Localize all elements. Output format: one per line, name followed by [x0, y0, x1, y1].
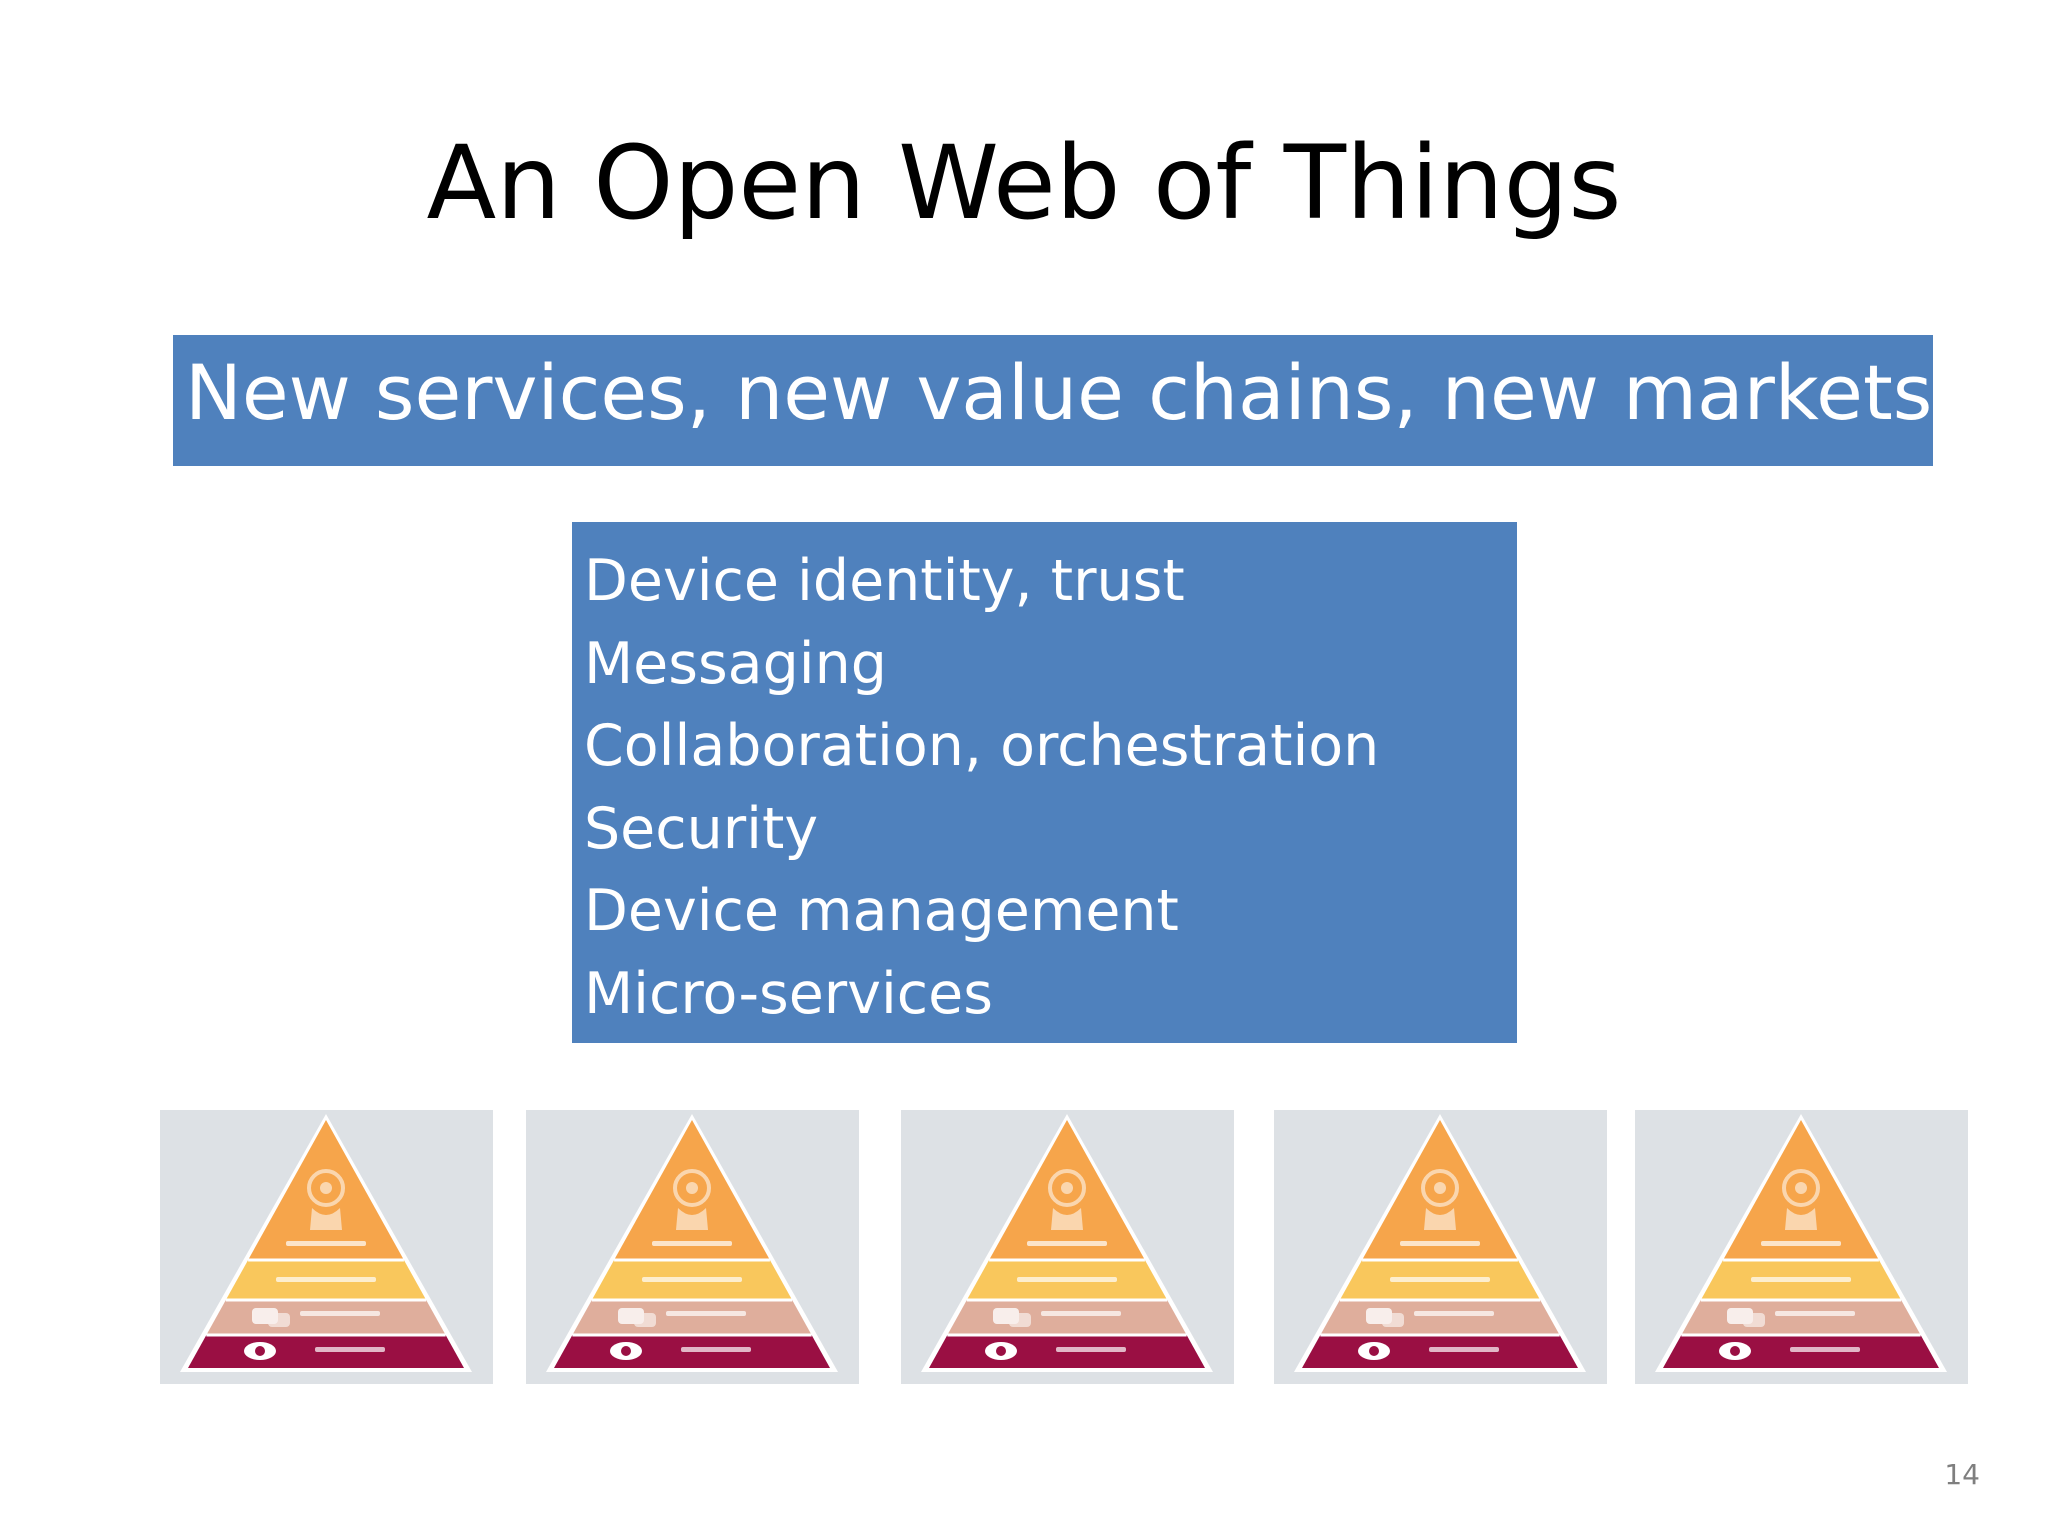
pyramid-image	[1635, 1110, 1968, 1384]
pyramid-layer-3	[1320, 1300, 1560, 1335]
banner-text: New services, new value chains, new mark…	[185, 348, 1933, 437]
list-item: Collaboration, orchestration	[584, 713, 1380, 779]
pyramid-layer-3	[947, 1300, 1187, 1335]
head-gear-icon	[1782, 1169, 1820, 1230]
list-item: Micro-services	[584, 960, 993, 1027]
eye-icon	[610, 1342, 642, 1360]
chat-bubble-icon	[252, 1308, 290, 1327]
head-gear-icon	[307, 1169, 345, 1230]
pyramid-image	[160, 1110, 493, 1384]
page-number: 14	[1944, 1458, 1980, 1491]
pyramid-image	[901, 1110, 1234, 1384]
slide-title: An Open Web of Things	[426, 124, 1622, 243]
list-item: Messaging	[584, 630, 887, 697]
list-item: Security	[584, 795, 819, 862]
pyramid-image	[1274, 1110, 1607, 1384]
eye-icon	[985, 1342, 1017, 1360]
pyramid-image	[526, 1110, 859, 1384]
head-gear-icon	[1421, 1169, 1459, 1230]
list-item: Device identity, trust	[584, 548, 1185, 614]
head-gear-icon	[1048, 1169, 1086, 1230]
pyramid-layer-3	[1681, 1300, 1921, 1335]
eye-icon	[244, 1342, 276, 1360]
capabilities-box: Device identity, trust Messaging Collabo…	[572, 522, 1517, 1043]
pyramid-layer-3	[206, 1300, 446, 1335]
chat-bubble-icon	[1366, 1308, 1404, 1327]
eye-icon	[1719, 1342, 1751, 1360]
head-gear-icon	[673, 1169, 711, 1230]
chat-bubble-icon	[1727, 1308, 1765, 1327]
pyramid-layer-3	[572, 1300, 812, 1335]
list-item: Device management	[584, 878, 1179, 944]
chat-bubble-icon	[618, 1308, 656, 1327]
capabilities-list: Device identity, trust Messaging Collabo…	[584, 540, 1505, 1035]
eye-icon	[1358, 1342, 1390, 1360]
pyramid-image-row	[0, 1110, 2048, 1385]
value-banner: New services, new value chains, new mark…	[173, 335, 1933, 466]
chat-bubble-icon	[993, 1308, 1031, 1327]
